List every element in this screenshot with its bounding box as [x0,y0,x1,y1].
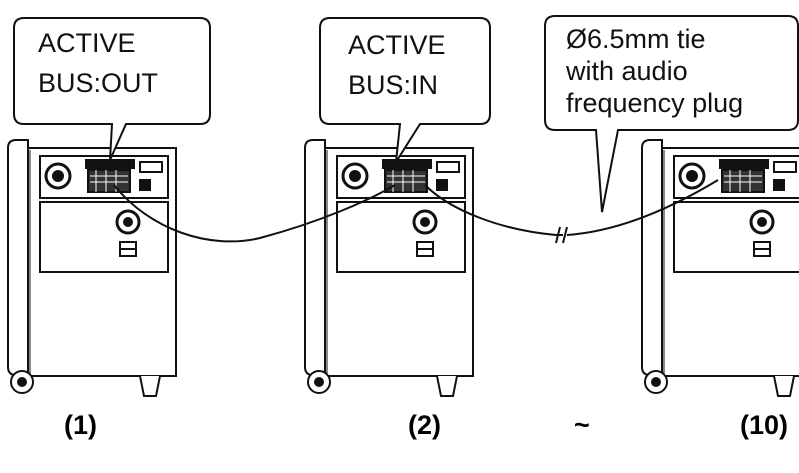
unit-label-10: (10) [740,410,789,440]
cable-2-to-10 [424,184,563,236]
callout-bubble-3 [544,15,799,213]
callout-2-line-1: ACTIVE [348,30,446,60]
callout-1-line-2: BUS:OUT [38,68,158,98]
cable-continuation [566,179,719,236]
cable-1-to-2 [113,184,396,243]
cable-break-left [555,226,561,244]
speaker-cabinet-10 [640,138,799,398]
callout-3-line-1: Ø6.5mm tie [566,24,706,54]
unit-label-2: (2) [408,410,441,440]
callout-1-line-1: ACTIVE [38,28,136,58]
speaker-cabinet-2 [303,138,475,398]
callout-3-line-3: frequency plug [566,88,743,118]
speaker-cabinet-1 [6,138,178,398]
callout-2-line-2: BUS:IN [348,70,438,100]
callout-bubble-2 [319,17,491,163]
unit-label-1: (1) [64,410,97,440]
callout-bubble-1 [13,17,211,161]
callout-3-line-2: with audio [565,56,688,86]
cable-break-right [562,226,568,244]
range-symbol: ~ [574,410,590,440]
